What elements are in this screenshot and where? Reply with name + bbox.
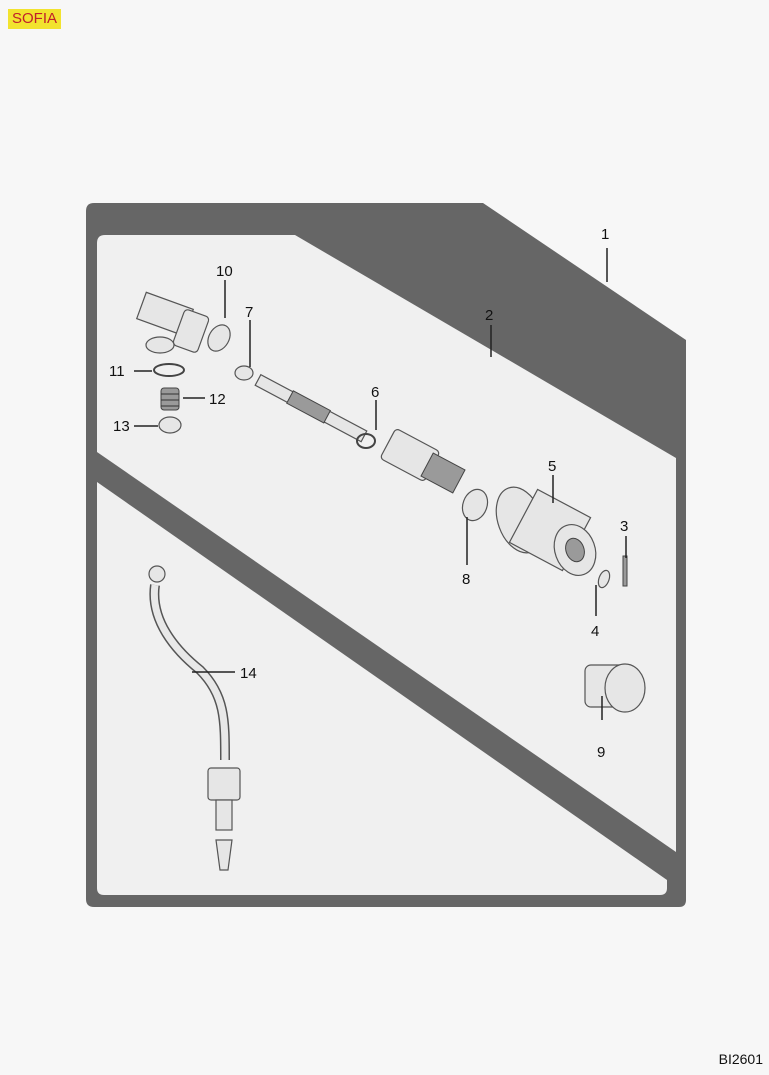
steam-wand-14 <box>148 565 241 871</box>
fitting <box>380 429 466 494</box>
upper-panel <box>97 235 676 852</box>
seal-13 <box>158 416 182 434</box>
bush-7 <box>234 365 254 381</box>
callout-6: 6 <box>371 384 379 401</box>
callout-14: 14 <box>240 665 257 682</box>
o-ring-11 <box>153 363 185 377</box>
brand-label: SOFIA <box>8 9 62 29</box>
spring-12 <box>160 387 180 411</box>
leader-lines <box>134 248 627 720</box>
callout-10: 10 <box>216 263 233 280</box>
callout-1: 1 <box>601 226 609 243</box>
callout-11: 11 <box>109 363 125 380</box>
nut-8 <box>461 488 489 522</box>
callout-2: 2 <box>485 307 493 324</box>
washer-4 <box>597 569 611 589</box>
callout-3: 3 <box>620 518 628 535</box>
knob-5 <box>495 486 597 576</box>
callout-12: 12 <box>209 391 226 408</box>
washer-10 <box>207 324 231 352</box>
valve-body <box>135 291 210 354</box>
pin-3 <box>622 555 628 587</box>
callout-13: 13 <box>113 418 130 435</box>
cap-9 <box>584 663 646 713</box>
callout-4: 4 <box>591 623 599 640</box>
callout-5: 5 <box>548 458 556 475</box>
stem <box>254 373 368 443</box>
callout-8: 8 <box>462 571 470 588</box>
diagram-code: BI2601 <box>718 1051 763 1067</box>
callout-7: 7 <box>245 304 253 321</box>
callout-9: 9 <box>597 744 605 761</box>
spring-6 <box>356 433 376 449</box>
